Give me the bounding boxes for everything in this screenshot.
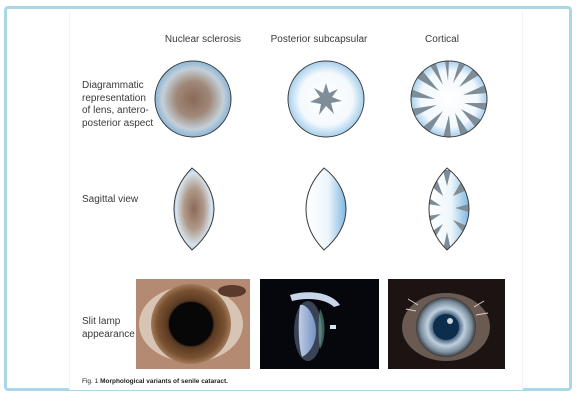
posterior-subcapsular-sagittal-view [302,166,348,252]
cortical-lens-diagram [409,59,489,139]
figure-caption: Fig. 1 Morphological variants of senile … [82,378,228,385]
nuclear-sclerosis-slit-lamp-photo [136,279,250,369]
row-label-line: Diagrammatic [82,80,153,93]
row-label-line: of lens, antero- [82,105,153,118]
row-label-line: appearance [82,329,135,342]
posterior-subcapsular-slit-lamp-photo [260,279,379,369]
caption-text: Morphological variants of senile catarac… [100,378,228,385]
row-label-line: Sagittal view [82,194,138,207]
row-label-line: posterior aspect [82,118,153,131]
row-label-slit-lamp: Slit lamp appearance [82,316,135,341]
row-label-sagittal: Sagittal view [82,194,138,207]
posterior-subcapsular-lens-diagram [286,59,366,139]
column-header-cortical: Cortical [372,34,512,45]
row-label-diagrammatic: Diagrammatic representation of lens, ant… [82,80,153,130]
column-header-posterior-subcapsular: Posterior subcapsular [249,34,389,45]
row-label-line: Slit lamp [82,316,135,329]
nuclear-sclerosis-lens-diagram [153,59,233,139]
row-label-line: representation [82,93,153,106]
cortical-slit-lamp-photo [388,279,505,369]
caption-label: Fig. 1 [82,378,100,385]
cortical-sagittal-view [425,166,471,252]
nuclear-sclerosis-sagittal-view [170,166,216,252]
